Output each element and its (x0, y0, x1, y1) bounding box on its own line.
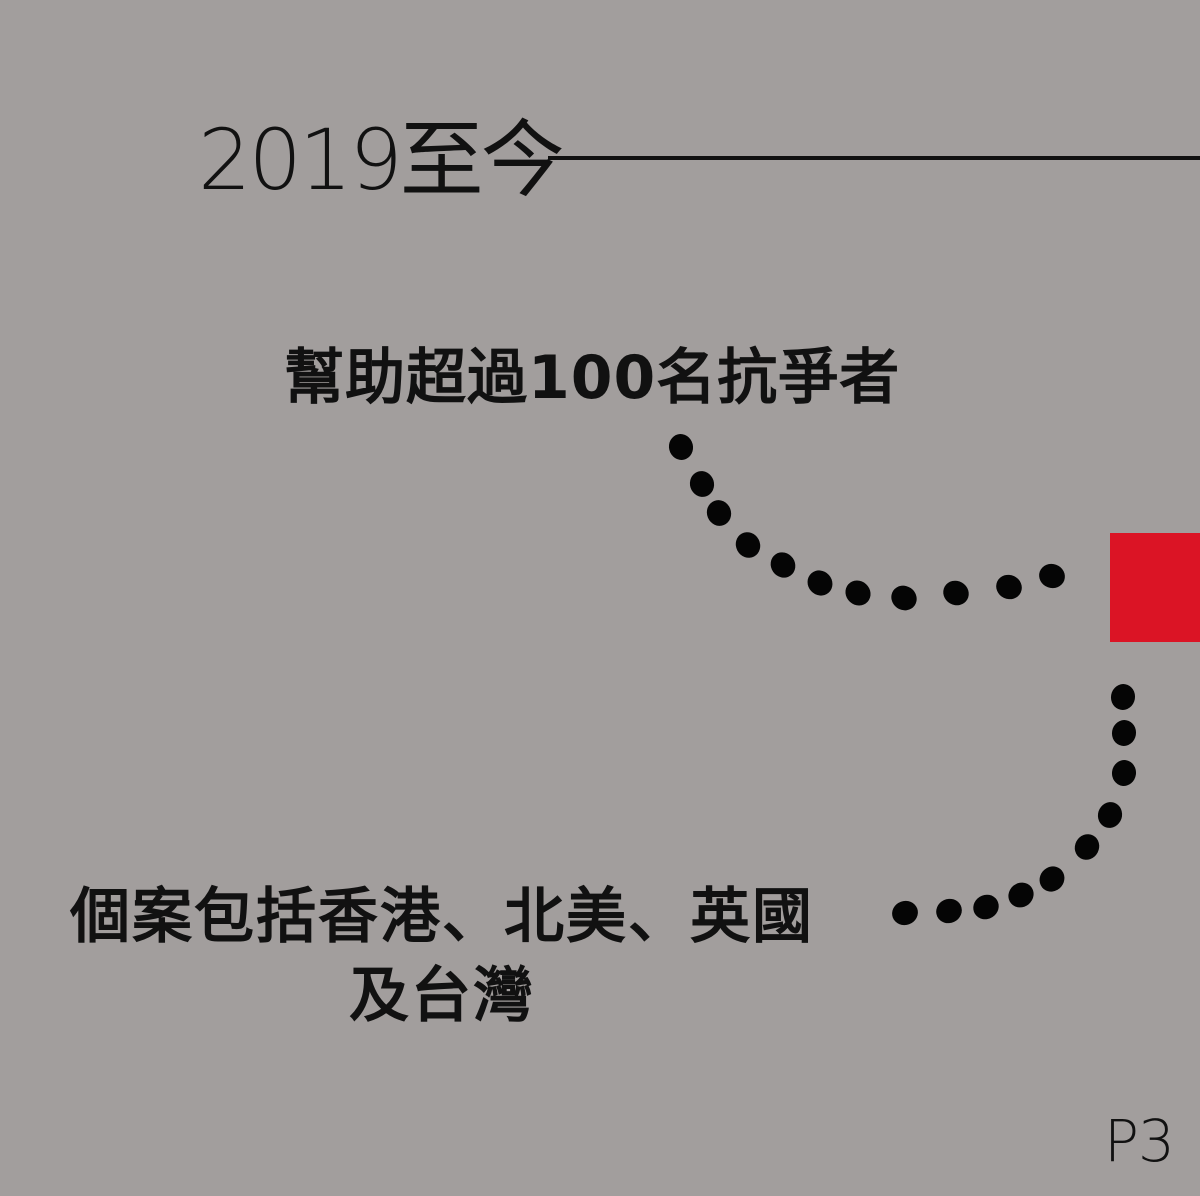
dot (706, 500, 732, 526)
page-number: P3 (1104, 1107, 1175, 1175)
dot (845, 580, 871, 606)
cases-line-1: 個案包括香港、北美、英國 (70, 882, 814, 952)
year-title: 2019至今 (198, 111, 565, 209)
dot (689, 471, 715, 497)
cases-text: 個案包括香港、北美、英國 及台灣 (52, 878, 832, 1036)
dot (1097, 802, 1123, 828)
dot (1111, 720, 1137, 746)
dot (1074, 834, 1100, 860)
red-square (1110, 533, 1200, 642)
dot (892, 900, 918, 926)
title-rule (548, 156, 1200, 160)
dot (1110, 684, 1136, 710)
dot (936, 898, 962, 924)
dot (770, 552, 796, 578)
cases-line-2: 及台灣 (349, 961, 535, 1032)
dot (1039, 563, 1065, 589)
dot (1111, 760, 1137, 786)
dot (807, 570, 833, 596)
dot (973, 894, 999, 920)
dot (996, 574, 1022, 600)
dot (1039, 866, 1065, 892)
dot (943, 580, 969, 606)
dot (735, 532, 761, 558)
headline: 幫助超過100名抗爭者 (284, 343, 901, 413)
dot (891, 585, 917, 611)
dot (1008, 882, 1034, 908)
dot (668, 434, 694, 460)
